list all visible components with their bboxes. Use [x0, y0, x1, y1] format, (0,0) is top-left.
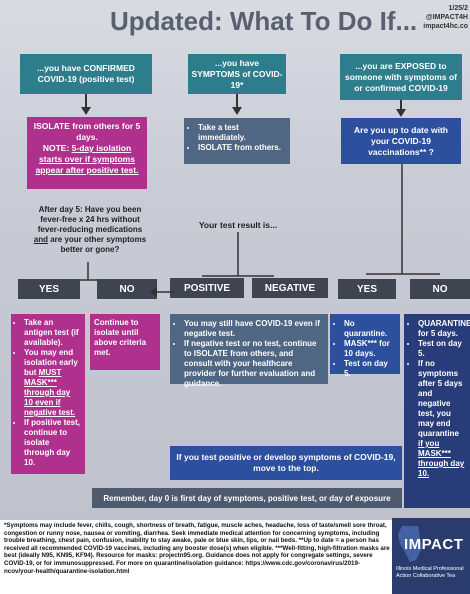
exposed-fork-lines: [366, 164, 440, 275]
develop-symptoms-banner: If you test positive or develop symptoms…: [170, 446, 402, 480]
exposed-header: ...you are EXPOSED to someone with sympt…: [340, 54, 462, 100]
col3-yes-label: YES: [338, 279, 396, 299]
symptoms-header: ...you have SYMPTOMS of COVID-19*: [188, 54, 286, 94]
col3-yes-item-1: No quarantine.: [344, 319, 395, 339]
isolate-box: ISOLATE from others for 5 days. NOTE: 5-…: [27, 117, 147, 189]
col3-yes-item-2: MASK*** for 10 days.: [344, 339, 395, 359]
col1-no-box: Continue to isolate until above criteria…: [90, 314, 160, 370]
after-day5-tail: are your other symptoms better or gone?: [47, 235, 147, 254]
col3-no-item-3-underlined: if you MASK*** through day 10.: [418, 439, 465, 478]
col3-no-item-2: Test on day 5.: [418, 339, 465, 359]
header-meta: 1/25/2 @IMPACT4H impact4hc.co: [423, 4, 468, 31]
symptoms-action-1: Take a test immediately.: [198, 123, 285, 143]
negative-item-1: You may still have COVID-19 even if nega…: [184, 319, 323, 339]
logo-name: IMPACT: [404, 536, 464, 553]
arrow-down-icon: [232, 94, 242, 115]
logo-tagline: Illinois Medical Professional Action Col…: [396, 566, 464, 579]
date-label: 1/25/2: [448, 5, 468, 12]
col1-yes-box: Take an antigen test (if available). You…: [11, 314, 85, 474]
col1-no-label: NO: [97, 279, 157, 299]
negative-box: You may still have COVID-19 even if nega…: [170, 314, 328, 388]
arrow-down-icon: [81, 94, 91, 115]
isolate-note: NOTE: 5-day isolation starts over if sym…: [31, 143, 143, 176]
isolate-note-underlined: 5-day isolation starts over if symptoms …: [35, 143, 139, 175]
col1-yes-item-2: You may end isolation early but MUST MAS…: [24, 348, 81, 418]
col3-yes-item-3: Test on day 5.: [344, 359, 395, 379]
illinois-map-icon: [398, 526, 422, 562]
vaccination-question: Are you up to date with your COVID-19 va…: [341, 118, 461, 164]
arrow-down-icon: [396, 100, 406, 117]
col3-no-item-3-lead: If no symptoms after 5 days and negative…: [418, 359, 463, 438]
col3-yes-box: No quarantine. MASK*** for 10 days. Test…: [330, 314, 400, 378]
confirmed-header: ...you have CONFIRMED COVID-19 (positive…: [20, 54, 152, 94]
col1-yes-label: YES: [18, 279, 80, 299]
day-zero-reminder: Remember, day 0 is first day of symptoms…: [92, 488, 402, 508]
isolate-main: ISOLATE from others for 5 days.: [33, 121, 141, 142]
after-day5-lead: After day 5: Have you been fever-free x …: [37, 205, 143, 234]
negative-label: NEGATIVE: [252, 278, 328, 298]
after-day5-question: After day 5: Have you been fever-free x …: [30, 205, 150, 263]
col3-no-box: QUARANTINE for 5 days. Test on day 5. If…: [404, 314, 470, 508]
negative-item-2: If negative test or no test, continue to…: [184, 339, 323, 389]
col3-no-item-1: QUARANTINE for 5 days.: [418, 319, 470, 339]
impact-logo: IMPACT Illinois Medical Professional Act…: [392, 518, 470, 594]
page-title: Updated: What To Do If...: [110, 6, 418, 36]
symptoms-actions-box: Take a test immediately. ISOLATE from ot…: [184, 118, 290, 164]
arrow-left-icon: [150, 287, 174, 297]
footnotes: *Symptoms may include fever, chills, cou…: [4, 522, 390, 575]
col3-no-label: NO: [410, 279, 470, 299]
col3-no-item-3: If no symptoms after 5 days and negative…: [418, 359, 465, 479]
col1-yes-item-2-lead: You may end isolation early but: [24, 348, 78, 377]
col1-yes-item-2-underlined: MUST MASK*** through day 10 even if nega…: [24, 368, 76, 417]
col1-yes-item-1: Take an antigen test (if available).: [24, 318, 81, 348]
result-fork-lines: [202, 232, 274, 277]
site-label: impact4hc.co: [423, 23, 468, 30]
positive-label: POSITIVE: [170, 278, 244, 298]
symptoms-action-2: ISOLATE from others.: [198, 143, 285, 153]
isolate-note-lead: NOTE:: [42, 143, 72, 153]
test-result-prompt: Your test result is...: [198, 220, 278, 230]
col1-yes-item-3: If positive test, continue to isolate th…: [24, 418, 81, 468]
handle-label: @IMPACT4H: [425, 14, 468, 21]
after-day5-and: and: [33, 235, 48, 244]
